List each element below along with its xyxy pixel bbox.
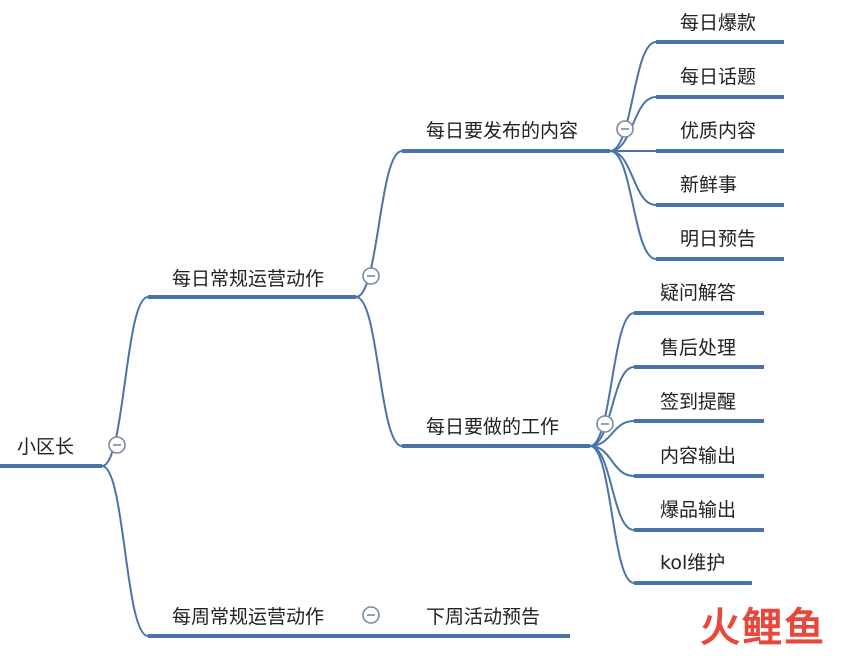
connector-work-item-1 — [589, 366, 635, 447]
node-publish-item[interactable]: 每日话题 — [680, 66, 757, 88]
node-work-item[interactable]: 爆品输出 — [660, 499, 737, 521]
node-work-item[interactable]: 售后处理 — [660, 337, 737, 359]
node-work-item[interactable]: 内容输出 — [660, 445, 737, 467]
connector-publish-item-1 — [609, 96, 657, 152]
collapse-toggle-icon[interactable] — [108, 436, 126, 454]
node-daily-publish[interactable]: 每日要发布的内容 — [426, 120, 579, 142]
connector-work-item-2 — [589, 420, 635, 447]
connector-work-item-5 — [589, 445, 635, 584]
node-root[interactable]: 小区长 — [17, 436, 75, 458]
node-publish-item[interactable]: 明日预告 — [680, 228, 757, 250]
node-publish-item[interactable]: 优质内容 — [680, 120, 757, 142]
node-work-item[interactable]: 疑问解答 — [660, 282, 737, 304]
connector-work-item-0 — [589, 312, 635, 447]
node-work-item[interactable]: kol维护 — [660, 552, 726, 574]
node-publish-item[interactable]: 每日爆款 — [680, 12, 757, 34]
node-publish-item[interactable]: 新鲜事 — [680, 174, 738, 196]
node-weekly-preview[interactable]: 下周活动预告 — [426, 606, 541, 628]
collapse-toggle-icon[interactable] — [596, 415, 614, 433]
collapse-toggle-icon[interactable] — [362, 606, 380, 624]
node-daily-work[interactable]: 每日要做的工作 — [426, 416, 560, 438]
node-weekly-ops[interactable]: 每周常规运营动作 — [172, 606, 325, 628]
collapse-toggle-icon[interactable] — [616, 120, 634, 138]
connector-root-weekly — [101, 465, 149, 637]
connector-daily-work — [355, 296, 403, 447]
collapse-toggle-icon[interactable] — [362, 267, 380, 285]
node-work-item[interactable]: 签到提醒 — [660, 391, 737, 413]
connector-publish-item-0 — [609, 41, 657, 152]
connector-publish-item-4 — [609, 150, 657, 260]
connector-daily-publish — [355, 150, 403, 298]
node-daily-ops[interactable]: 每日常规运营动作 — [172, 268, 325, 290]
connector-publish-item-3 — [609, 150, 657, 206]
brand-watermark: 火鲤鱼 — [700, 605, 826, 651]
connector-root-daily — [101, 296, 149, 467]
